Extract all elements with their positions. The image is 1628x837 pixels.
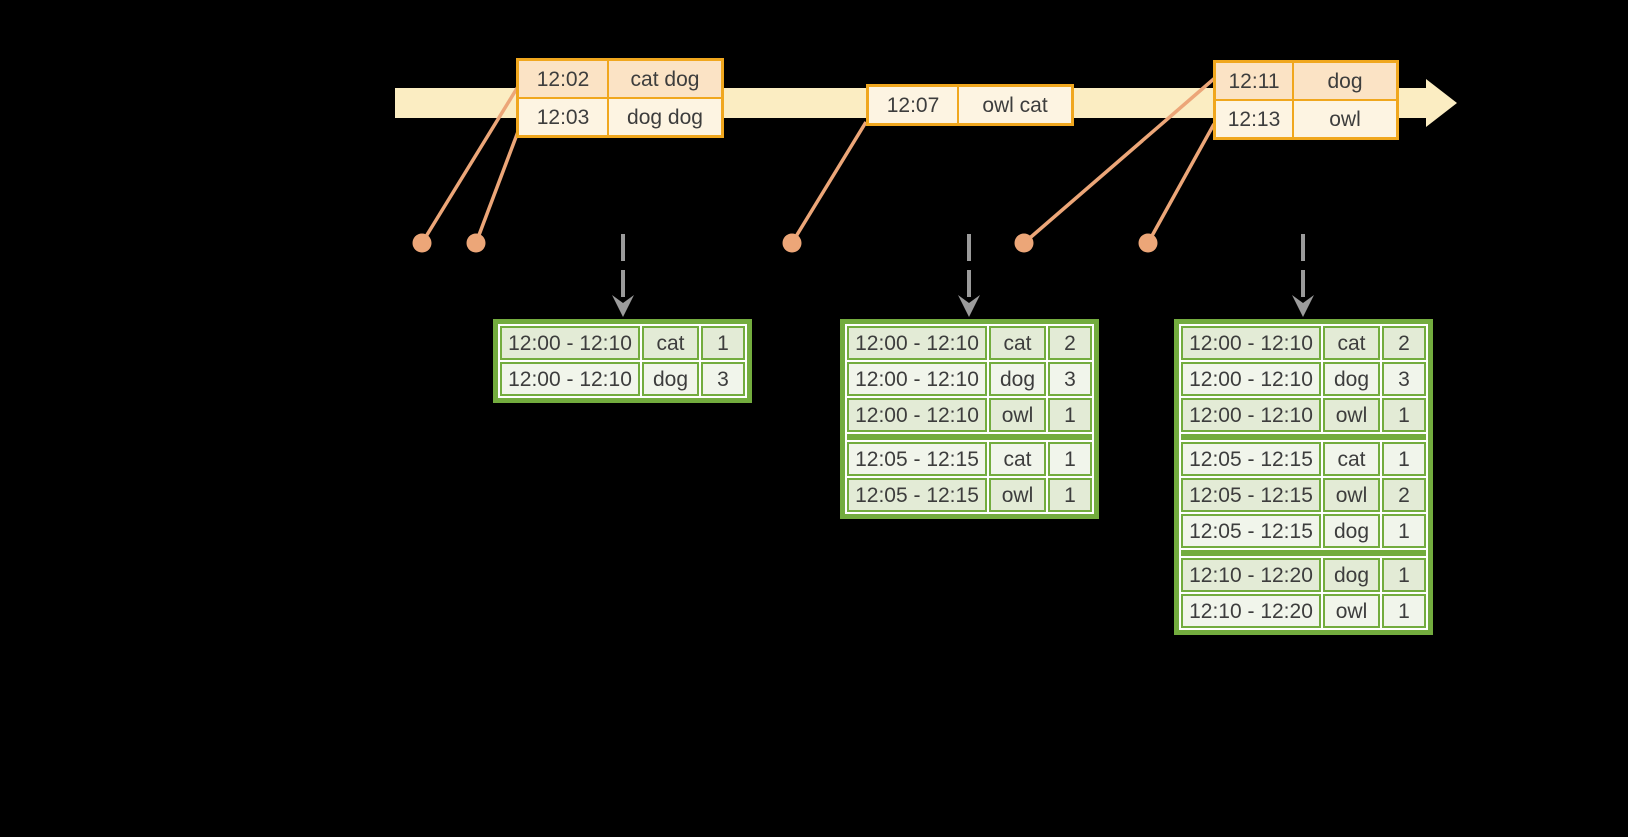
table-row: 12:05 - 12:15 owl 2 (1181, 478, 1426, 512)
table-row: 12:10 - 12:20 owl 1 (1181, 594, 1426, 628)
event-connector-4 (1022, 75, 1218, 245)
window-key: dog (989, 362, 1046, 396)
event-dot-icon-5 (1138, 233, 1158, 253)
window-range: 12:05 - 12:15 (1181, 514, 1321, 548)
event-words: owl (1294, 101, 1396, 137)
table-row: 12:00 - 12:10 cat 1 (500, 326, 745, 360)
window-range: 12:00 - 12:10 (500, 362, 640, 396)
event-time: 12:07 (869, 87, 957, 123)
window-key: cat (1323, 326, 1380, 360)
window-range: 12:05 - 12:15 (847, 442, 987, 476)
event-time: 12:03 (519, 99, 607, 135)
event-table-3: 12:11 dog 12:13 owl (1213, 60, 1399, 140)
result-table-2: 12:00 - 12:10 cat 2 12:00 - 12:10 dog 3 … (840, 319, 1099, 519)
window-range: 12:05 - 12:15 (1181, 442, 1321, 476)
window-count: 1 (1382, 442, 1426, 476)
window-count: 1 (1382, 514, 1426, 548)
window-range: 12:00 - 12:10 (1181, 326, 1321, 360)
window-range: 12:05 - 12:15 (1181, 478, 1321, 512)
window-group-separator (1181, 434, 1426, 440)
window-range: 12:00 - 12:10 (1181, 398, 1321, 432)
window-count: 1 (1382, 558, 1426, 592)
table-row: 12:00 - 12:10 dog 3 (1181, 362, 1426, 396)
event-connector-2 (474, 128, 521, 244)
table-row: 12:05 - 12:15 owl 1 (847, 478, 1092, 512)
window-range: 12:00 - 12:10 (500, 326, 640, 360)
event-table-1: 12:02 cat dog 12:03 dog dog (516, 58, 724, 138)
window-range: 12:00 - 12:10 (847, 398, 987, 432)
table-row: 12:05 - 12:15 cat 1 (847, 442, 1092, 476)
table-row: 12:05 - 12:15 cat 1 (1181, 442, 1426, 476)
drop-arrow-head-icon-2 (958, 295, 980, 317)
drop-arrow-head-icon-1 (612, 295, 634, 317)
table-row: 12:00 - 12:10 cat 2 (1181, 326, 1426, 360)
window-key: owl (1323, 478, 1380, 512)
window-key: cat (989, 326, 1046, 360)
window-key: owl (989, 478, 1046, 512)
window-range: 12:00 - 12:10 (847, 362, 987, 396)
window-count: 1 (1048, 442, 1092, 476)
window-count: 3 (1048, 362, 1092, 396)
event-dot-icon-4 (1014, 233, 1034, 253)
window-key: dog (1323, 362, 1380, 396)
drop-arrow-head-icon-3 (1292, 295, 1314, 317)
window-key: owl (1323, 594, 1380, 628)
window-range: 12:00 - 12:10 (847, 326, 987, 360)
event-dot-icon-3 (782, 233, 802, 253)
window-range: 12:10 - 12:20 (1181, 558, 1321, 592)
window-count: 1 (1048, 398, 1092, 432)
window-key: dog (1323, 514, 1380, 548)
window-key: dog (1323, 558, 1380, 592)
table-row: 12:00 - 12:10 owl 1 (847, 398, 1092, 432)
table-row: 12:10 - 12:20 dog 1 (1181, 558, 1426, 592)
table-row: 12:00 - 12:10 dog 3 (847, 362, 1092, 396)
event-dot-icon-2 (466, 233, 486, 253)
window-count: 2 (1382, 326, 1426, 360)
event-dot-icon-1 (412, 233, 432, 253)
event-words: dog dog (609, 99, 721, 135)
event-table-2: 12:07 owl cat (866, 84, 1074, 126)
table-row: 12:00 - 12:10 dog 3 (500, 362, 745, 396)
window-count: 1 (1382, 594, 1426, 628)
window-range: 12:00 - 12:10 (1181, 362, 1321, 396)
window-key: dog (642, 362, 699, 396)
event-words: cat dog (609, 61, 721, 97)
window-count: 2 (1048, 326, 1092, 360)
event-time: 12:13 (1216, 101, 1292, 137)
window-group-separator (847, 434, 1092, 440)
window-key: cat (1323, 442, 1380, 476)
window-key: cat (642, 326, 699, 360)
event-time: 12:11 (1216, 63, 1292, 99)
window-count: 1 (701, 326, 745, 360)
result-table-3: 12:00 - 12:10 cat 2 12:00 - 12:10 dog 3 … (1174, 319, 1433, 635)
result-table-1: 12:00 - 12:10 cat 1 12:00 - 12:10 dog 3 (493, 319, 752, 403)
event-words: dog (1294, 63, 1396, 99)
window-range: 12:10 - 12:20 (1181, 594, 1321, 628)
event-connector-5 (1146, 123, 1216, 244)
event-time: 12:02 (519, 61, 607, 97)
window-count: 1 (1048, 478, 1092, 512)
event-words: owl cat (959, 87, 1071, 123)
event-connector-3 (790, 121, 868, 244)
window-group-separator (1181, 550, 1426, 556)
window-count: 2 (1382, 478, 1426, 512)
table-row: 12:00 - 12:10 cat 2 (847, 326, 1092, 360)
window-count: 3 (1382, 362, 1426, 396)
window-range: 12:05 - 12:15 (847, 478, 987, 512)
window-count: 3 (701, 362, 745, 396)
table-row: 12:05 - 12:15 dog 1 (1181, 514, 1426, 548)
table-row: 12:00 - 12:10 owl 1 (1181, 398, 1426, 432)
window-key: owl (989, 398, 1046, 432)
event-connector-1 (420, 84, 521, 244)
window-key: cat (989, 442, 1046, 476)
window-count: 1 (1382, 398, 1426, 432)
window-key: owl (1323, 398, 1380, 432)
timeline-arrowhead-icon (1426, 79, 1457, 127)
